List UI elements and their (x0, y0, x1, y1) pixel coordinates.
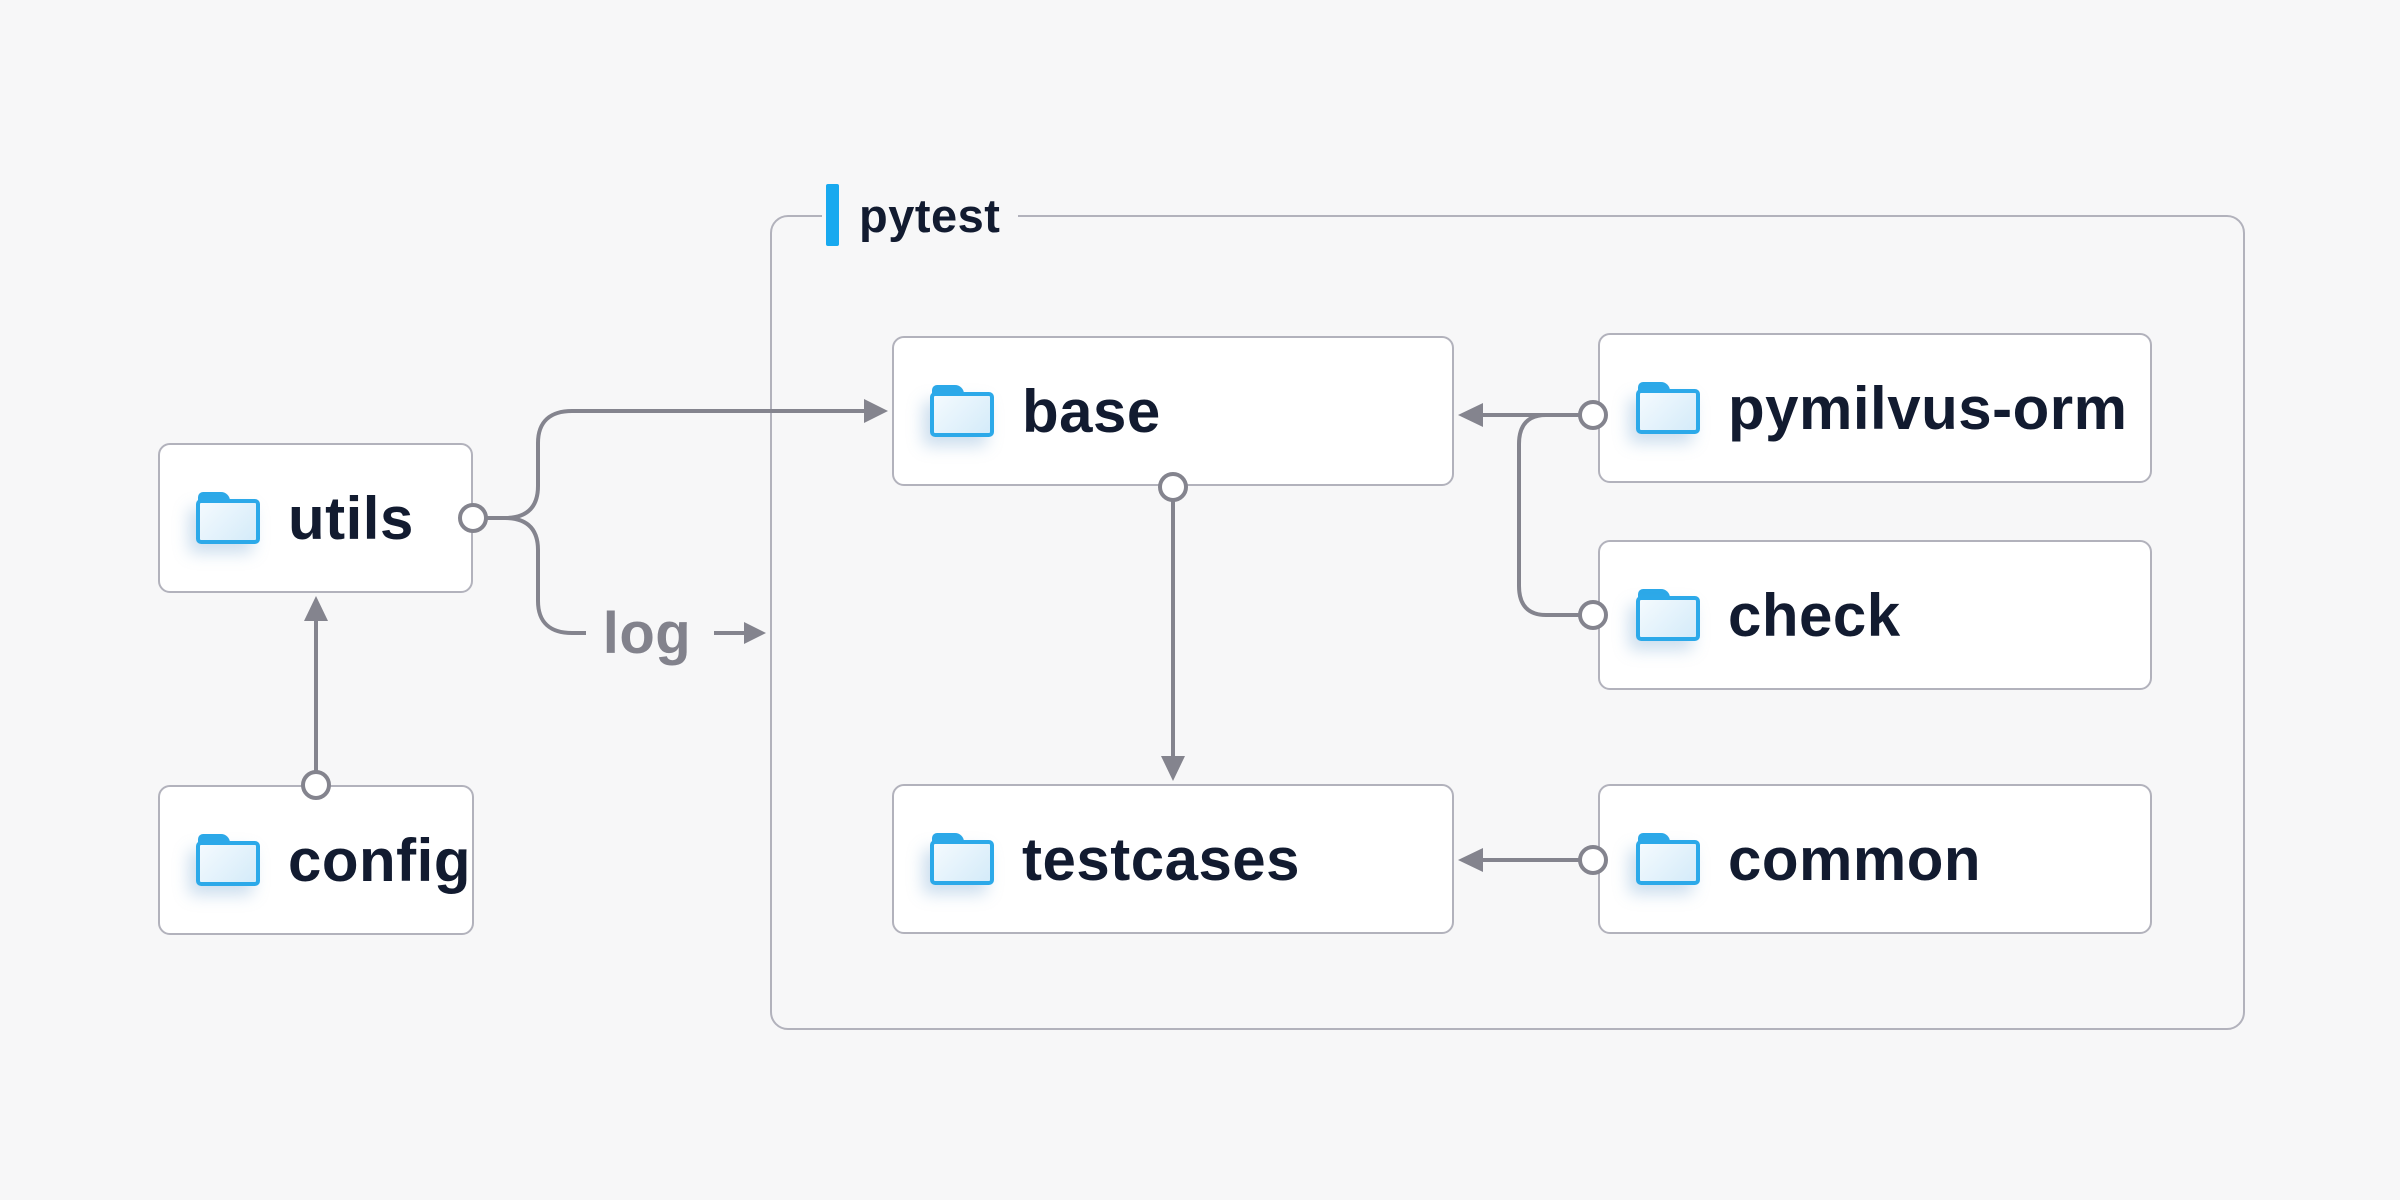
accent-bar-icon (826, 184, 839, 246)
folder-icon (1636, 589, 1700, 641)
node-label-base: base (1022, 377, 1161, 445)
edge-label-log: log (588, 601, 706, 666)
node-base: base (892, 336, 1454, 486)
node-label-utils: utils (288, 484, 414, 552)
node-label-testcases: testcases (1022, 825, 1301, 893)
pytest-container-outline (770, 215, 2245, 1030)
node-common: common (1598, 784, 2152, 934)
node-pymilvus-orm: pymilvus-orm (1598, 333, 2152, 483)
node-testcases: testcases (892, 784, 1454, 934)
folder-icon (196, 834, 260, 886)
node-label-config: config (288, 826, 471, 894)
log-arrow-icon (744, 622, 766, 644)
folder-icon (1636, 833, 1700, 885)
folder-icon (196, 492, 260, 544)
node-check: check (1598, 540, 2152, 690)
node-utils: utils (158, 443, 473, 593)
node-label-check: check (1728, 581, 1901, 649)
folder-icon (930, 385, 994, 437)
pytest-label-text: pytest (859, 188, 1001, 242)
folder-icon (930, 833, 994, 885)
node-label-common: common (1728, 825, 1982, 893)
folder-icon (1636, 382, 1700, 434)
arrowhead-up-icon (304, 596, 328, 621)
edge-config-to-utils (301, 596, 331, 800)
pytest-container-label: pytest (822, 183, 1019, 247)
node-label-pymilvus-orm: pymilvus-orm (1728, 374, 2128, 442)
node-config: config (158, 785, 474, 935)
